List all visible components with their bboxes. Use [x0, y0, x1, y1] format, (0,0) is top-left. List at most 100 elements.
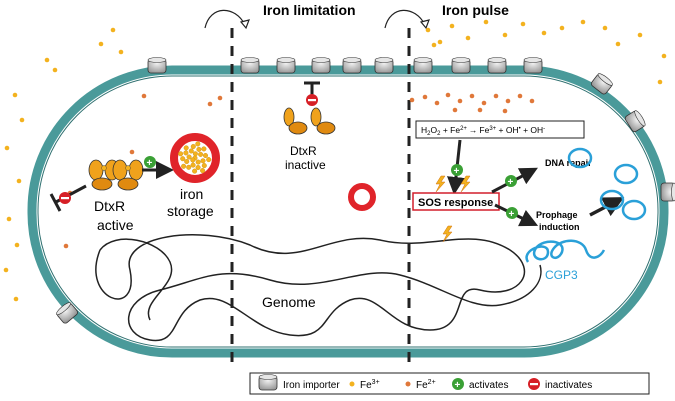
- fe3-particle: [6, 216, 12, 222]
- fe3-particle: [201, 146, 207, 152]
- legend-importer-icon: [258, 374, 278, 391]
- iron-importer-icon: [487, 57, 507, 74]
- fe2-particle: [493, 93, 499, 99]
- fe3-particle: [19, 117, 25, 123]
- svg-text:+: +: [147, 158, 153, 169]
- activates-icon: [505, 175, 517, 187]
- iron-importer-icon: [311, 57, 331, 74]
- transition-arrow-icon: [384, 9, 430, 30]
- fe2-particle: [452, 107, 458, 113]
- legend-activates-label: activates: [469, 380, 508, 391]
- dtxr-active-complex: [88, 159, 144, 191]
- fe3-particle: [559, 25, 565, 31]
- sos-response-label: SOS response: [418, 197, 493, 209]
- fe2-particle: [217, 95, 223, 101]
- fe3-particle: [196, 146, 202, 152]
- dtxr-inactive-state: inactive: [285, 158, 326, 172]
- empty-storage-ring: [348, 183, 376, 211]
- fe3-particle: [520, 21, 526, 27]
- iron-importer-icon: [276, 57, 296, 74]
- legend-fe3-label: Fe3+: [360, 379, 380, 391]
- svg-text:+: +: [454, 166, 460, 177]
- fe3-particle: [465, 35, 471, 41]
- fe3-particle: [190, 162, 196, 168]
- prophage-label-line1: Prophage: [536, 210, 578, 220]
- legend-fe2-label: Fe2+: [416, 379, 436, 391]
- fe3-particle: [110, 27, 116, 33]
- fe3-particle: [14, 242, 20, 248]
- activates-icon: [506, 207, 518, 219]
- iron-importer-icon: [591, 73, 613, 95]
- legend-box: [249, 372, 650, 395]
- iron-storage-label-line1: iron: [180, 186, 203, 202]
- fenton-reaction-box: [415, 120, 585, 139]
- legend-activates-icon: [452, 378, 464, 390]
- sos-response-box: [412, 192, 500, 211]
- fe3-particle: [637, 32, 643, 38]
- fe3-particle: [190, 143, 196, 149]
- fe3-particle: [431, 42, 437, 48]
- cgp3-prophage: [525, 239, 606, 263]
- fe3-particle: [181, 163, 187, 169]
- legend-fe3-dot: [349, 381, 355, 387]
- fe3-particle: [183, 150, 189, 156]
- fe3-particle: [195, 141, 201, 147]
- fe3-particle: [183, 145, 189, 151]
- reaction-to-sos-arrow: [447, 139, 465, 195]
- iron-importer-icon: [147, 57, 167, 74]
- fe2-particle: [422, 94, 428, 100]
- iron-particles: [3, 19, 667, 302]
- dtxr-inactive-complex: [283, 107, 336, 135]
- fe3-particle: [615, 41, 621, 47]
- section-title-limitation: Iron limitation: [263, 2, 356, 18]
- fe3-particle: [437, 39, 443, 45]
- fe2-particle: [469, 93, 475, 99]
- iron-importer-group: [56, 57, 675, 324]
- phage-circles: [567, 147, 647, 221]
- fe2-particle: [457, 98, 463, 104]
- legend-importer-label: Iron importer: [283, 380, 340, 391]
- fe3-particle: [4, 145, 10, 151]
- prophage-to-circle-arrow: [589, 197, 625, 217]
- inhibition-bar: [49, 193, 62, 212]
- fe3-particle: [188, 148, 194, 154]
- fe3-particle: [200, 158, 206, 164]
- fe3-particle: [200, 168, 206, 174]
- dtxr-active-name: DtxR: [94, 198, 125, 214]
- fe3-particle: [541, 30, 547, 36]
- fe3-particle: [449, 23, 455, 29]
- iron-importer-icon: [374, 57, 394, 74]
- dtxr-inactive-name: DtxR: [290, 144, 317, 158]
- fe2-particle: [141, 93, 147, 99]
- iron-importer-icon: [240, 57, 260, 74]
- fe3-particle: [602, 25, 608, 31]
- fe3-particle: [186, 154, 192, 160]
- svg-text:+: +: [509, 209, 515, 220]
- fe2-particle: [529, 98, 535, 104]
- fe3-particle: [198, 151, 204, 157]
- fe3-particle: [201, 163, 207, 169]
- fenton-reaction-equation: H2O2 + Fe2+→Fe3+ + OH• + OH-: [421, 125, 545, 137]
- fe2-particle: [477, 107, 483, 113]
- activates-icon: [451, 164, 463, 176]
- dna-repair-label: DNA repair: [545, 158, 592, 168]
- genome-chromosome: [95, 234, 542, 342]
- fe2-particle: [409, 97, 415, 103]
- fe2-particle: [481, 100, 487, 106]
- fe3-particle: [12, 92, 18, 98]
- fe3-particle: [206, 157, 212, 163]
- fe3-particle: [178, 151, 184, 157]
- fe2-particle: [502, 108, 508, 114]
- fe3-particle: [184, 158, 190, 164]
- fe2-particle: [505, 98, 511, 104]
- fe3-particle: [195, 159, 201, 165]
- fe3-particle: [425, 27, 431, 33]
- fe2-particle: [434, 100, 440, 106]
- iron-importer-icon: [342, 57, 362, 74]
- fe3-particle: [52, 67, 58, 73]
- legend-fe2-dot: [405, 381, 411, 387]
- fe3-particle: [661, 53, 667, 59]
- fe3-particle: [16, 178, 22, 184]
- section-title-pulse: Iron pulse: [442, 2, 509, 18]
- svg-text:+: +: [508, 177, 514, 188]
